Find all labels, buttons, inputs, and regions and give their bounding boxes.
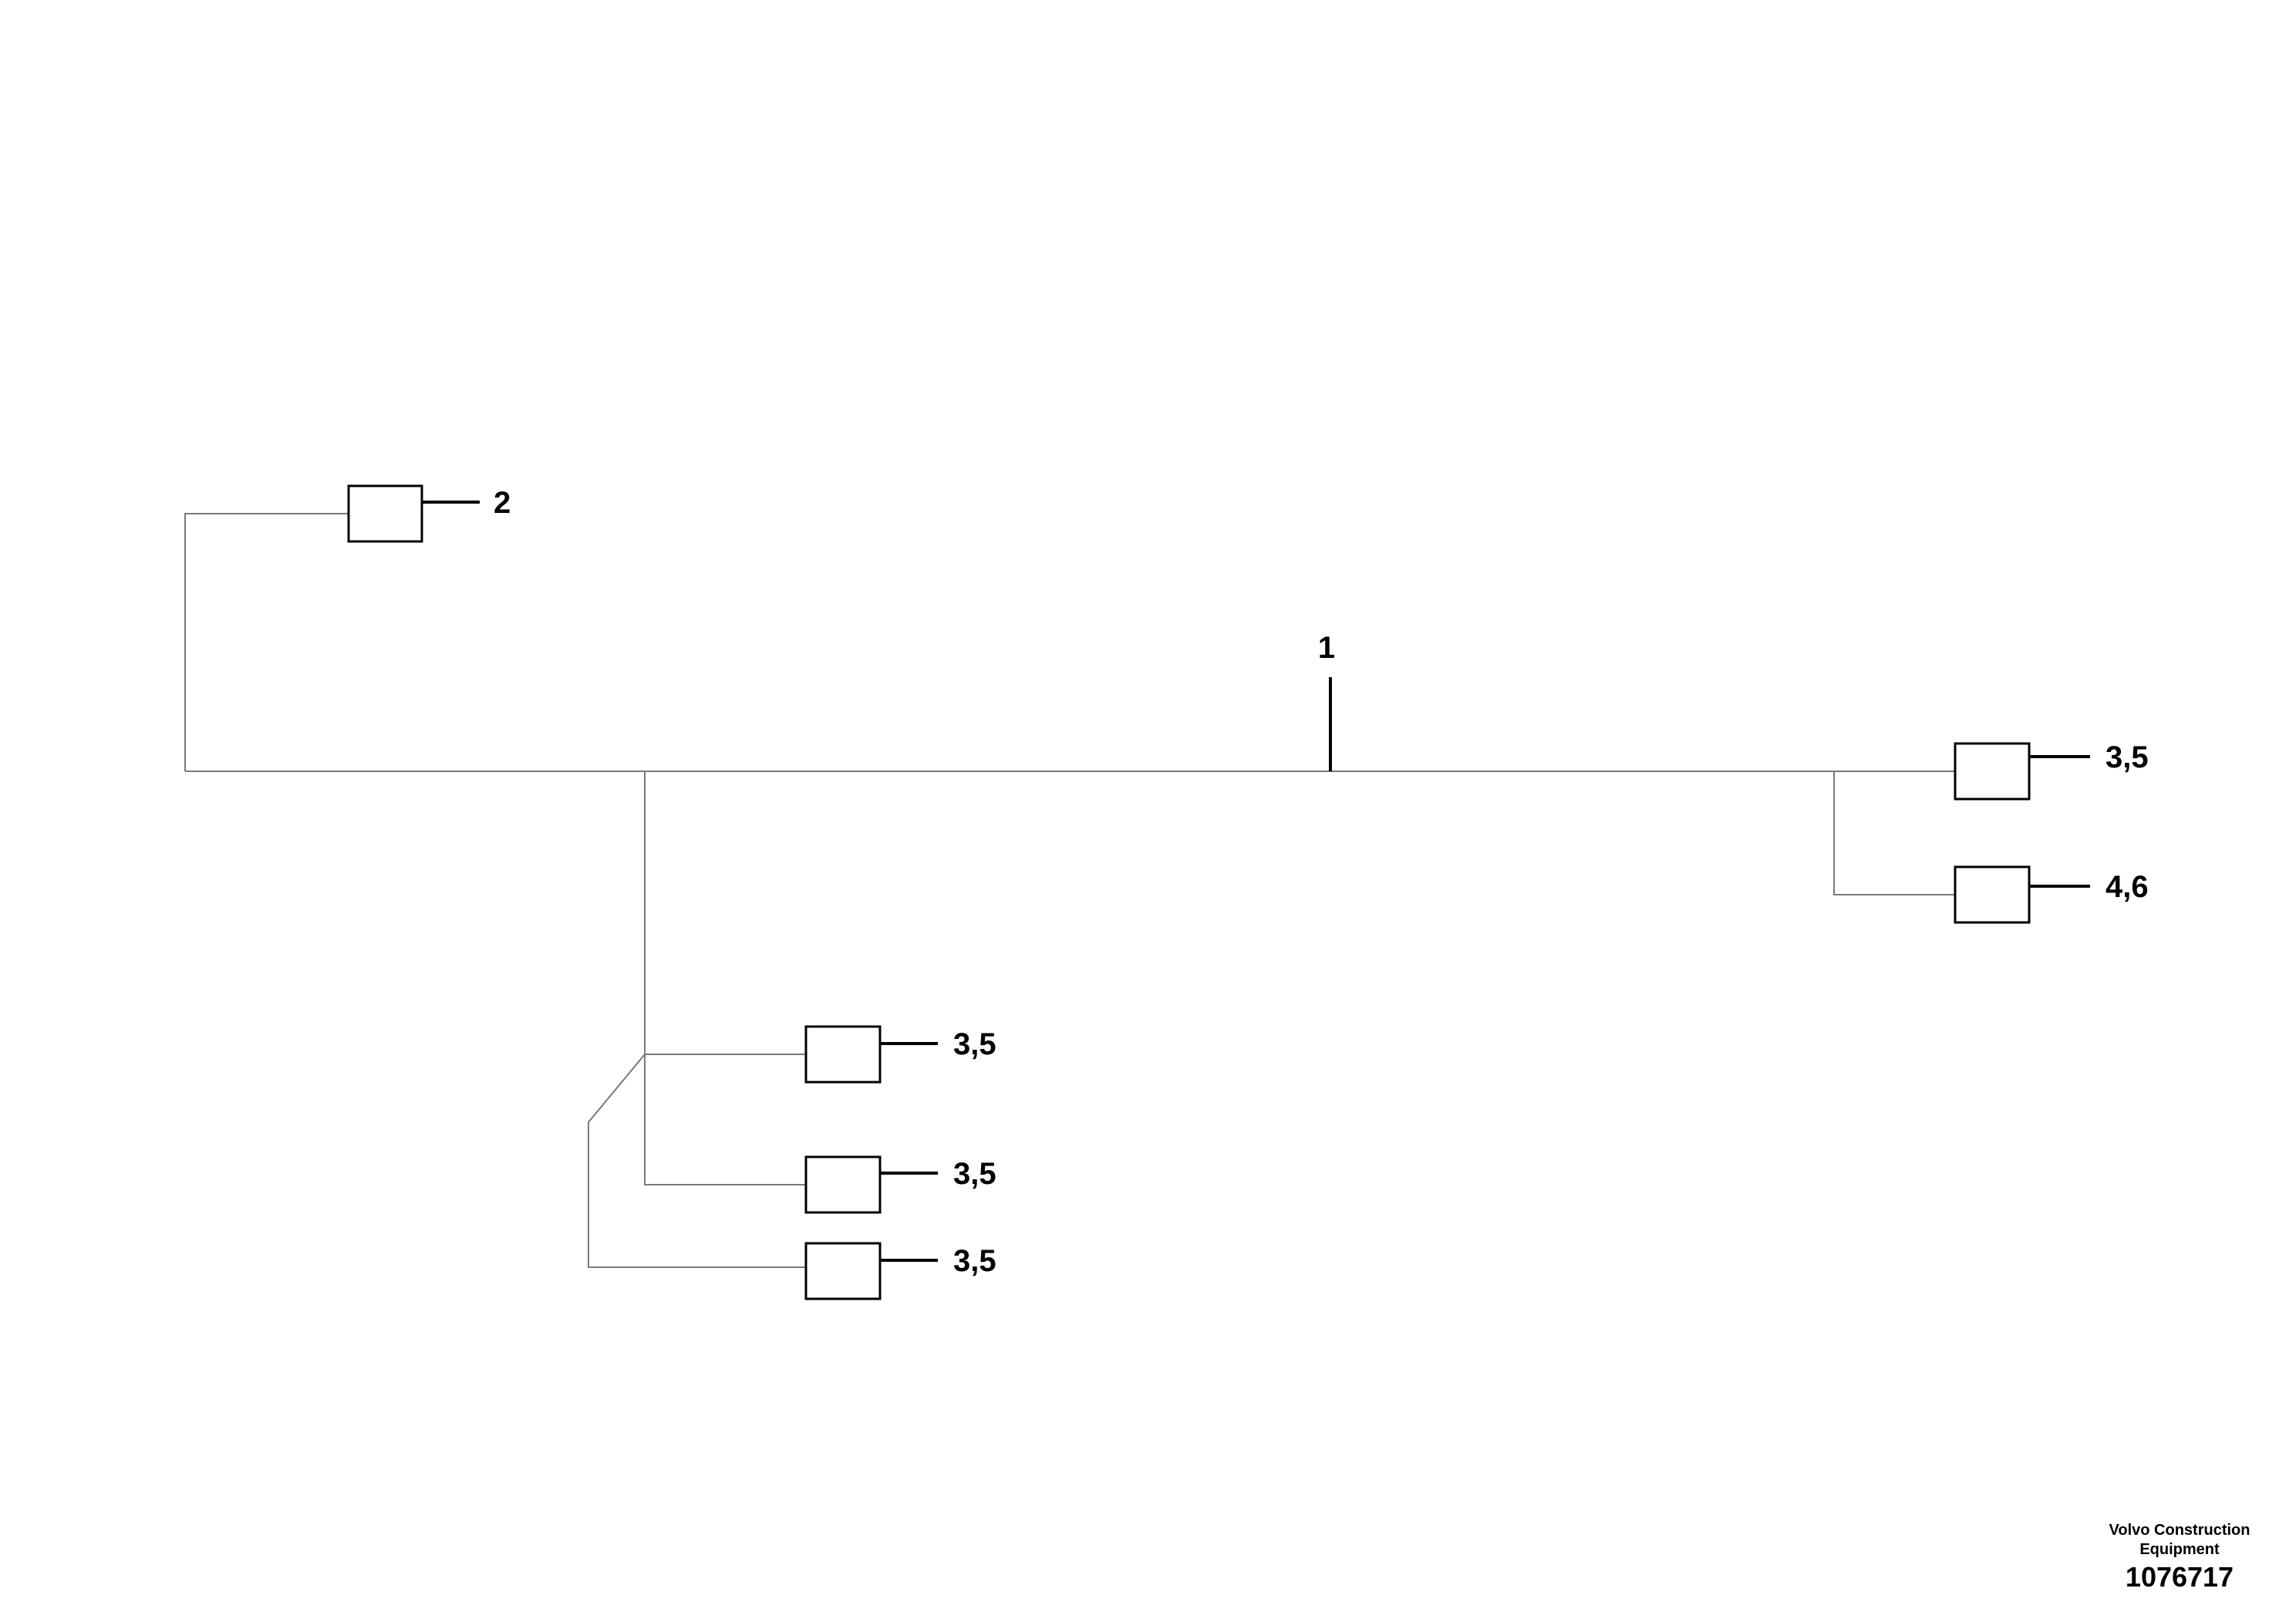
connector-box [1954,742,2031,801]
connector-right-bottom[interactable]: 4,6 [1954,865,2149,924]
connector-label: 2 [494,486,511,520]
connector-label: 3,5 [953,1157,996,1191]
connector-mid-2[interactable]: 3,5 [804,1155,996,1214]
title-block: Volvo Construction Equipment 1076717 [2109,1522,2250,1593]
connector-label: 3,5 [953,1027,996,1061]
connector-label: 4,6 [2106,870,2149,904]
drawing-number: 1076717 [2126,1561,2234,1593]
wire-mid-3 [588,1054,806,1268]
connector-2[interactable]: 2 [347,484,511,543]
wire-to-connector-2 [184,513,349,771]
connector-box [804,1025,882,1084]
company-name-line1: Volvo Construction [2109,1522,2250,1539]
wire-down-branch [644,771,806,1185]
connector-box [347,484,423,543]
company-name-line2: Equipment [2139,1541,2220,1558]
connector-label: 3,5 [953,1244,996,1278]
wire-right-branch [1833,771,1955,895]
connector-box [804,1242,882,1300]
connector-right-top[interactable]: 3,5 [1954,740,2149,801]
connector-mid-1[interactable]: 3,5 [804,1025,996,1084]
main-harness-label: 1 [1318,631,1335,665]
connector-box [804,1155,882,1214]
harness-wires [184,513,1955,1268]
connector-mid-3[interactable]: 3,5 [804,1242,996,1300]
connector-box [1954,865,2031,924]
connector-label: 3,5 [2106,740,2149,774]
